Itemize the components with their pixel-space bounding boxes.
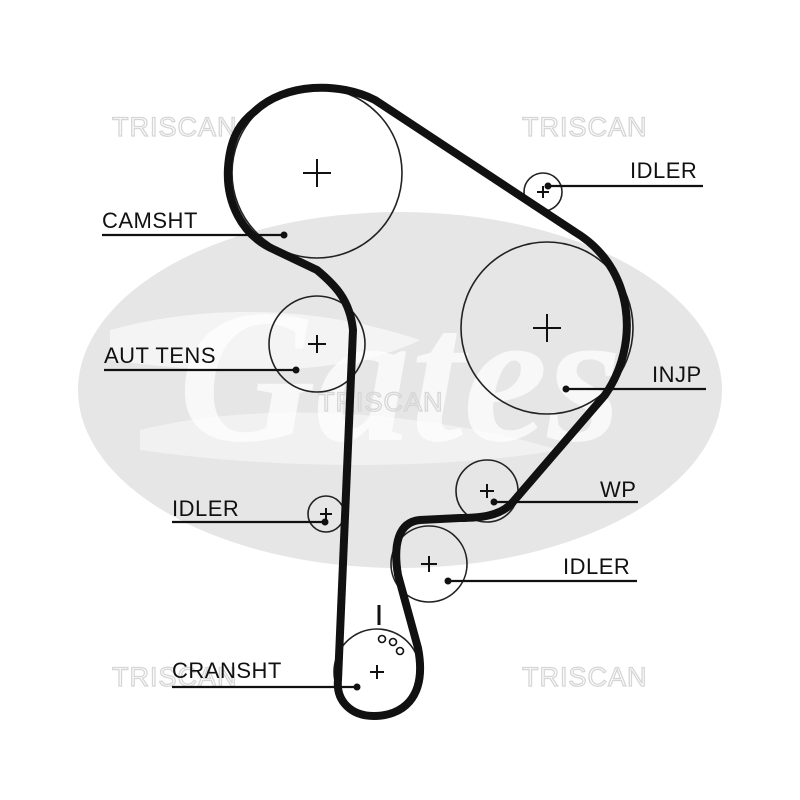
triscan-watermark-top-right: TRISCAN: [522, 112, 648, 142]
label-idler-left-text: IDLER: [172, 496, 239, 521]
triscan-watermark-center: TRISCAN: [318, 387, 444, 417]
label-crankshaft-text: CRANSHT: [172, 658, 282, 683]
label-water-pump-text: WP: [600, 477, 636, 502]
gates-logo-watermark: Gates: [78, 212, 722, 568]
gates-logo-swoosh-top: [110, 311, 420, 371]
label-idler-bottom-right-text: IDLER: [563, 554, 630, 579]
label-auto-tensioner-text: AUT TENS: [104, 343, 216, 368]
label-auto-tensioner: AUT TENS: [104, 343, 300, 374]
label-idler-left: IDLER: [172, 496, 329, 526]
label-idler-top-right: IDLER: [544, 158, 703, 190]
timing-belt: [223, 83, 631, 720]
label-idler-bottom-right: IDLER: [444, 554, 637, 585]
label-camshaft: CAMSHT: [102, 208, 288, 239]
triscan-watermark-top-left: TRISCAN: [112, 112, 238, 142]
auto-tensioner-pulley: [268, 295, 366, 393]
gates-logo-oval: [78, 212, 722, 568]
injection-pump-pulley: [460, 241, 634, 415]
label-crankshaft: CRANSHT: [172, 658, 361, 691]
triscan-watermark-bottom-right: TRISCAN: [522, 662, 648, 692]
label-injection-pump-text: INJP: [652, 362, 702, 387]
label-water-pump: WP: [490, 477, 638, 506]
label-injection-pump: INJP: [562, 362, 706, 393]
idler-bottom-right-pulley: [390, 525, 468, 603]
label-camshaft-text: CAMSHT: [102, 208, 198, 233]
label-idler-top-right-text: IDLER: [630, 158, 697, 183]
gates-logo-text: Gates: [178, 272, 621, 482]
